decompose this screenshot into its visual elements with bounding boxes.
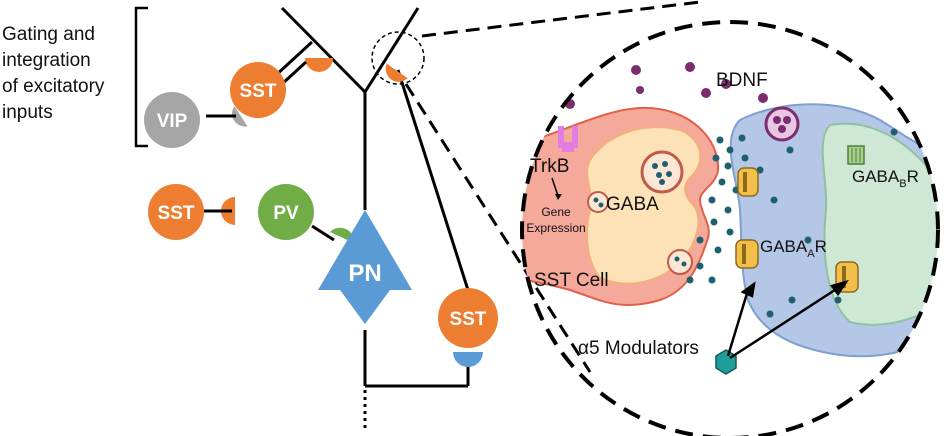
pn-cell-label: PN [348,260,381,287]
bracket-caption-line-3: of excitatory [2,76,105,97]
vip-cell: VIP [144,92,200,148]
synapse-zoom-border [520,20,940,436]
vip-cell-label: VIP [157,111,188,132]
gaba-a-label: GABAAR [760,237,827,260]
zoom-line-bottom [404,83,592,373]
sst-cell-label: SST Cell [534,270,609,291]
bracket-caption-line-2: integration [2,50,91,71]
svg-text:GABAAR: GABAAR [760,237,827,260]
modulator-arrows [726,279,849,360]
gaba-label: GABA [606,194,659,215]
trkb-receptor [558,126,578,152]
sst-cell-left: SST [148,184,204,240]
bdnf-vesicle [764,106,800,142]
sst-cell-right-label: SST [450,309,487,330]
bracket-caption-line-1: Gating and [2,24,95,45]
trkb-label: TrkB [530,156,569,177]
gaba-cleft-molecules [686,128,898,318]
sst-cell-left-label: SST [158,203,195,224]
svg-text:GABABR: GABABR [852,167,919,190]
trkb-arrow [551,177,559,197]
gaba-a-receptor-2 [735,239,759,269]
gaba-vesicle-large [640,150,684,194]
sst-terminal-zoomed [385,63,408,82]
gaba-vesicle-bottom [667,249,693,275]
zoom-line-top [421,0,701,38]
gene-expression-line-2: Expression [526,221,585,235]
sst-terminal-on-dendrite [305,58,333,72]
pn-cell: PN [318,210,412,324]
bdnf-label: BDNF [716,70,768,91]
vip-terminal [232,106,248,127]
gene-expression-line-1: Gene [541,205,571,219]
gaba-b-receptor [847,145,865,165]
gaba-vesicle-left [587,191,609,213]
sst-cell-top: SST [230,62,286,118]
gating-bracket [134,6,148,148]
pn-terminal-on-sst [453,352,483,367]
gaba-a-receptor-1 [737,167,759,197]
pv-cell: PV [258,184,314,240]
pn-dendrites [260,6,470,388]
synapse-zoom [522,62,938,358]
zoom-source-circle [371,31,425,85]
gaba-b-label: GABABR [852,167,919,190]
sst-cell-top-label: SST [240,81,277,102]
modulators-label: α5 Modulators [578,338,699,359]
pv-cell-label: PV [273,203,299,224]
bdnf-molecules [565,62,768,109]
modulator-icon [715,349,737,375]
bracket-caption-line-4: inputs [2,102,53,123]
sst-cell-right: SST [438,288,498,348]
